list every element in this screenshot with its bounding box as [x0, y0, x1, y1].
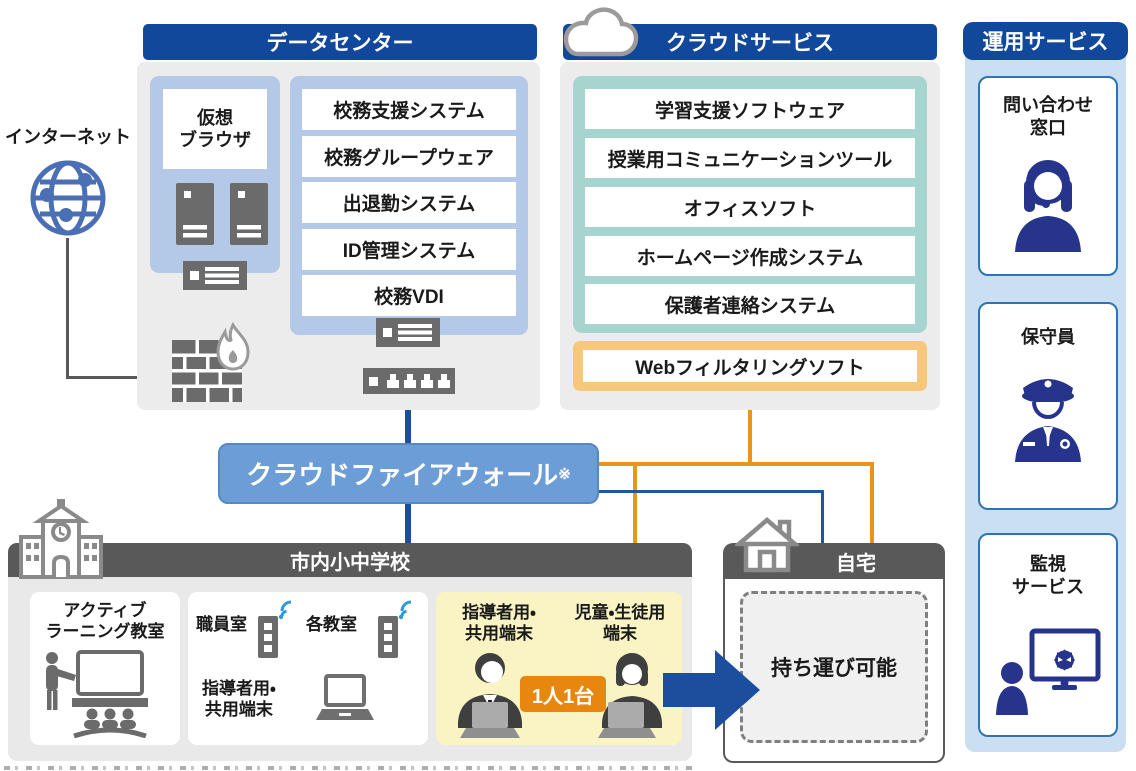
inquiry-line2: 窓口 — [1030, 117, 1066, 138]
footnote-mark: ※ — [558, 465, 571, 483]
teacher-laptop-icon — [458, 653, 522, 738]
cloud-icon — [563, 7, 639, 57]
operator-icon — [1015, 160, 1081, 252]
globe-icon — [30, 160, 106, 236]
cloud-title: クラウドサービス — [666, 32, 834, 55]
virtual-browser-line1: 仮想 — [197, 107, 233, 128]
monitoring-line1: 監視 — [1030, 554, 1066, 574]
router-icon — [376, 318, 440, 347]
system-box: 校務グループウェア — [302, 136, 516, 177]
webfilter-line-vertical — [748, 391, 752, 465]
wifi-icon — [400, 600, 412, 617]
student-terminal-line2: 端末 — [603, 624, 637, 644]
staff-room-label: 職員室 — [196, 615, 247, 634]
school-building-icon — [19, 499, 103, 579]
internet-label: インターネット — [5, 127, 131, 147]
student-laptop-icon — [598, 653, 662, 738]
active-room-line1: アクティブ — [63, 601, 147, 620]
virtual-browser-line2: ブラウザ — [179, 130, 251, 150]
orange-line-horizontal — [593, 462, 874, 466]
guard-icon — [1015, 379, 1081, 462]
cloud-firewall-label: クラウドファイアウォール — [246, 460, 559, 490]
laptop-icon — [316, 674, 374, 720]
school-title: 市内小中学校 — [290, 551, 410, 574]
teacher-terminal-line2: 共用端末 — [465, 624, 533, 644]
cloud-firewall-box: クラウドファイアウォール※ — [218, 443, 599, 504]
operation-title: 運用サービス — [982, 31, 1109, 54]
classroom-presentation-icon — [46, 650, 148, 738]
shared-terminal-line1: 指導者用・ — [202, 679, 276, 698]
cloud-service-box: 授業用コミュニケーションツール — [585, 138, 915, 178]
arrow-right-icon — [663, 650, 760, 730]
web-filter-box: Webフィルタリングソフト — [583, 350, 917, 382]
classroom-label: 各教室 — [306, 615, 357, 634]
flame-icon — [216, 322, 250, 371]
cloud-service-box: オフィスソフト — [585, 187, 915, 227]
monitoring-card: 監視 サービス — [978, 533, 1118, 737]
house-icon — [735, 517, 799, 573]
one-to-one-card: 指導者用・ 共用端末 児童・生徒用 端末 1人1台 — [436, 592, 682, 745]
monitoring-icon — [996, 628, 1101, 715]
cloud-service-box: ホームページ作成システム — [585, 236, 915, 276]
access-point-icon — [378, 600, 412, 658]
clipped-footnote-strip — [4, 766, 692, 770]
router-icon — [183, 261, 247, 290]
access-point-icon — [258, 600, 292, 658]
active-learning-card: アクティブ ラーニング教室 — [30, 592, 180, 745]
blue-line-to-home — [821, 490, 824, 544]
blue-line-horizontal — [593, 490, 824, 493]
student-terminal-line1: 児童・生徒用 — [574, 603, 666, 622]
cloud-service-box: 学習支援ソフトウェア — [585, 89, 915, 129]
maintenance-label: 保守員 — [1021, 327, 1075, 347]
inquiry-line1: 問い合わせ — [1003, 95, 1093, 115]
monitoring-line2: サービス — [1012, 576, 1084, 597]
switch-icon — [363, 368, 455, 394]
home-title: 自宅 — [836, 552, 876, 575]
school-header: 市内小中学校 — [8, 543, 692, 577]
datacenter-title: データセンター — [266, 32, 414, 55]
school-network-card: 職員室 各教室 指導者用・ 共用端末 — [188, 592, 428, 745]
cloud-service-box: 保護者連絡システム — [585, 284, 915, 324]
home-panel: 持ち運び可能 — [723, 577, 945, 763]
web-filter-frame: Webフィルタリングソフト — [573, 341, 927, 391]
internet-line-horizontal — [66, 376, 174, 379]
maintenance-card: 保守員 — [978, 302, 1118, 510]
teacher-terminal-line1: 指導者用・ — [462, 603, 536, 622]
operation-header: 運用サービス — [963, 22, 1128, 60]
server-icon — [176, 183, 268, 245]
portable-box: 持ち運び可能 — [740, 591, 928, 743]
orange-line-to-home — [870, 462, 874, 544]
system-box: 校務VDI — [302, 275, 516, 316]
inquiry-desk-card: 問い合わせ 窓口 — [978, 76, 1118, 276]
wifi-icon — [280, 600, 292, 617]
one-to-one-badge: 1人1台 — [520, 676, 606, 712]
active-room-line2: ラーニング教室 — [45, 622, 165, 642]
system-box: ID管理システム — [302, 229, 516, 270]
internet-line-vertical — [66, 238, 69, 379]
shared-terminal-line2: 共用端末 — [204, 700, 273, 720]
system-box: 出退勤システム — [302, 182, 516, 223]
virtual-browser-box: 仮想 ブラウザ — [163, 89, 267, 169]
orange-line-to-school — [633, 462, 637, 544]
datacenter-header: データセンター — [143, 24, 537, 60]
system-box: 校務支援システム — [302, 89, 516, 130]
